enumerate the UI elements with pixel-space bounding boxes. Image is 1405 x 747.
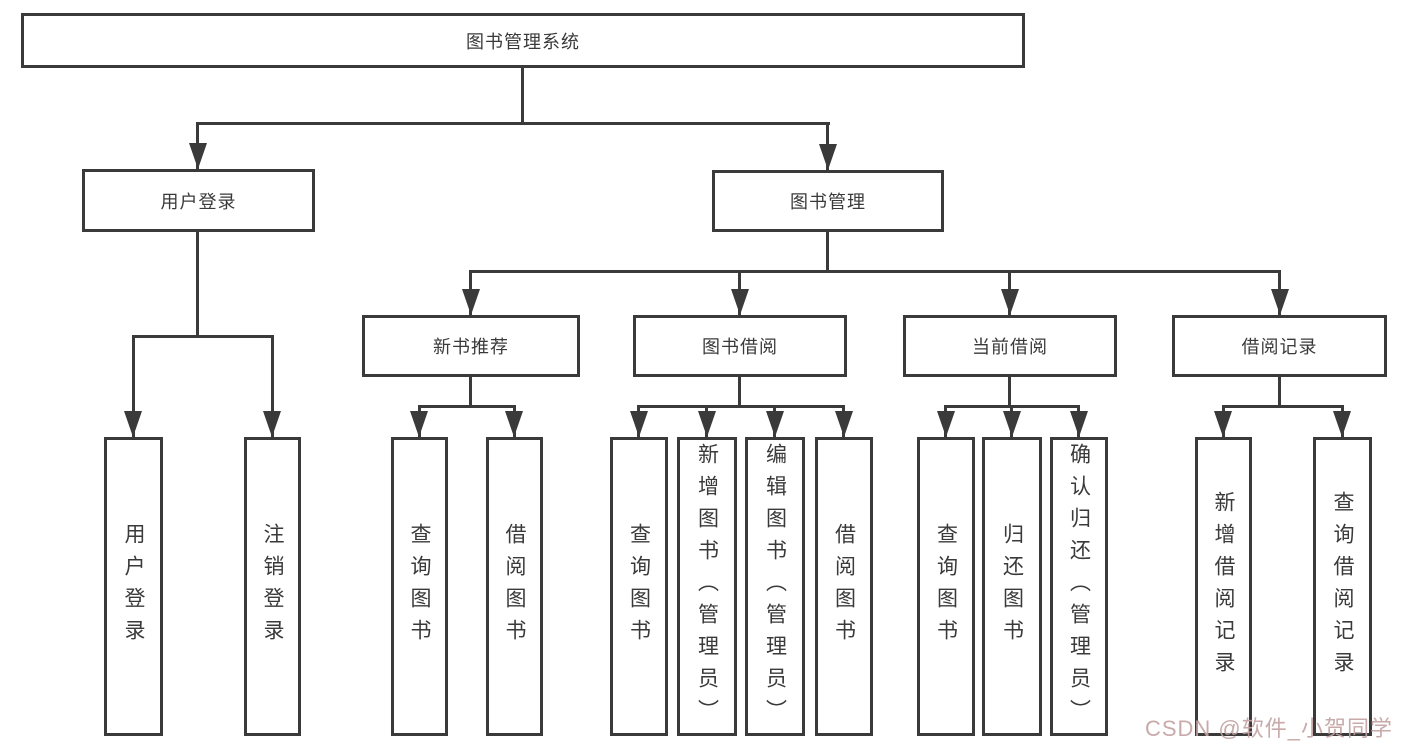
node-current-borrow: 当前借阅 (903, 315, 1117, 377)
leaf-query-borrow-record: 查询借阅记录 (1313, 437, 1372, 736)
leaf-add-book-admin: 新增图书（管理员） (677, 437, 737, 736)
connector-line (521, 68, 524, 122)
node-label: 用户登录 (160, 191, 237, 212)
arrow-down-icon (630, 411, 648, 437)
node-label: 图书借阅 (702, 337, 778, 357)
leaf-label: 查询图书 (408, 522, 431, 651)
connector-line (132, 335, 274, 338)
leaf-label: 确认归还（管理员） (1067, 442, 1091, 731)
node-label: 借阅记录 (1241, 337, 1318, 357)
arrow-down-icon (1333, 411, 1351, 437)
leaf-label: 借阅图书 (832, 522, 856, 651)
arrow-down-icon (1001, 289, 1019, 315)
node-new-book-recommend: 新书推荐 (362, 315, 580, 377)
arrow-down-icon (505, 411, 523, 437)
arrow-down-icon (462, 289, 480, 315)
arrow-down-icon (835, 411, 853, 437)
node-root: 图书管理系统 (21, 13, 1025, 68)
arrow-down-icon (1271, 289, 1289, 315)
node-label: 图书管理 (790, 192, 866, 212)
node-borrow-records: 借阅记录 (1172, 315, 1387, 377)
arrow-down-icon (263, 411, 281, 437)
connector-line (196, 232, 199, 335)
leaf-label: 归还图书 (1000, 522, 1024, 651)
connector-line (1008, 377, 1011, 405)
leaf-user-login: 用户登录 (104, 437, 163, 736)
watermark: CSDN @软件_小贺同学 (1144, 716, 1393, 741)
connector-line (196, 122, 830, 125)
leaf-query-books-recommend: 查询图书 (391, 437, 448, 736)
connector-line (271, 335, 274, 437)
arrow-down-icon (1003, 411, 1021, 437)
node-book-borrow: 图书借阅 (633, 315, 847, 377)
leaf-label: 查询图书 (627, 522, 651, 651)
arrow-down-icon (410, 411, 428, 437)
leaf-query-books-borrow: 查询图书 (610, 437, 668, 736)
leaf-label: 用户登录 (122, 522, 145, 651)
arrow-down-icon (1070, 411, 1088, 437)
leaf-borrow-books-recommend: 借阅图书 (486, 437, 543, 736)
arrow-down-icon (124, 411, 142, 437)
node-user-login: 用户登录 (82, 169, 315, 232)
connector-line (132, 335, 135, 437)
leaf-return-book: 归还图书 (982, 437, 1042, 736)
leaf-query-books-current: 查询图书 (917, 437, 975, 736)
connector-line (738, 377, 741, 405)
node-label: 新书推荐 (433, 337, 509, 357)
arrow-down-icon (731, 289, 749, 315)
connector-line (1278, 377, 1281, 405)
node-label: 图书管理系统 (466, 31, 580, 52)
connector-line (418, 405, 516, 408)
leaf-edit-book-admin: 编辑图书（管理员） (745, 437, 805, 736)
leaf-label: 新增借阅记录 (1212, 490, 1235, 683)
arrow-down-icon (1214, 411, 1232, 437)
connector-line (637, 405, 845, 408)
arrow-down-icon (189, 143, 207, 169)
leaf-label: 查询图书 (934, 522, 958, 651)
leaf-confirm-return-admin: 确认归还（管理员） (1050, 437, 1108, 736)
arrow-down-icon (698, 411, 716, 437)
arrow-down-icon (766, 411, 784, 437)
arrow-down-icon (937, 411, 955, 437)
connector-line (826, 232, 829, 270)
leaf-add-borrow-record: 新增借阅记录 (1195, 437, 1252, 736)
connector-line (469, 377, 472, 405)
arrow-down-icon (819, 144, 837, 170)
leaf-label: 注销登录 (261, 522, 284, 651)
leaf-borrow-books-borrow: 借阅图书 (815, 437, 873, 736)
leaf-logout: 注销登录 (244, 437, 301, 736)
leaf-label: 借阅图书 (503, 522, 526, 651)
connector-line (1222, 405, 1344, 408)
leaf-label: 查询借阅记录 (1331, 490, 1354, 683)
leaf-label: 新增图书（管理员） (695, 442, 719, 731)
node-book-management: 图书管理 (712, 170, 944, 232)
connector-line (469, 270, 1281, 273)
node-label: 当前借阅 (972, 337, 1048, 357)
leaf-label: 编辑图书（管理员） (763, 442, 787, 731)
